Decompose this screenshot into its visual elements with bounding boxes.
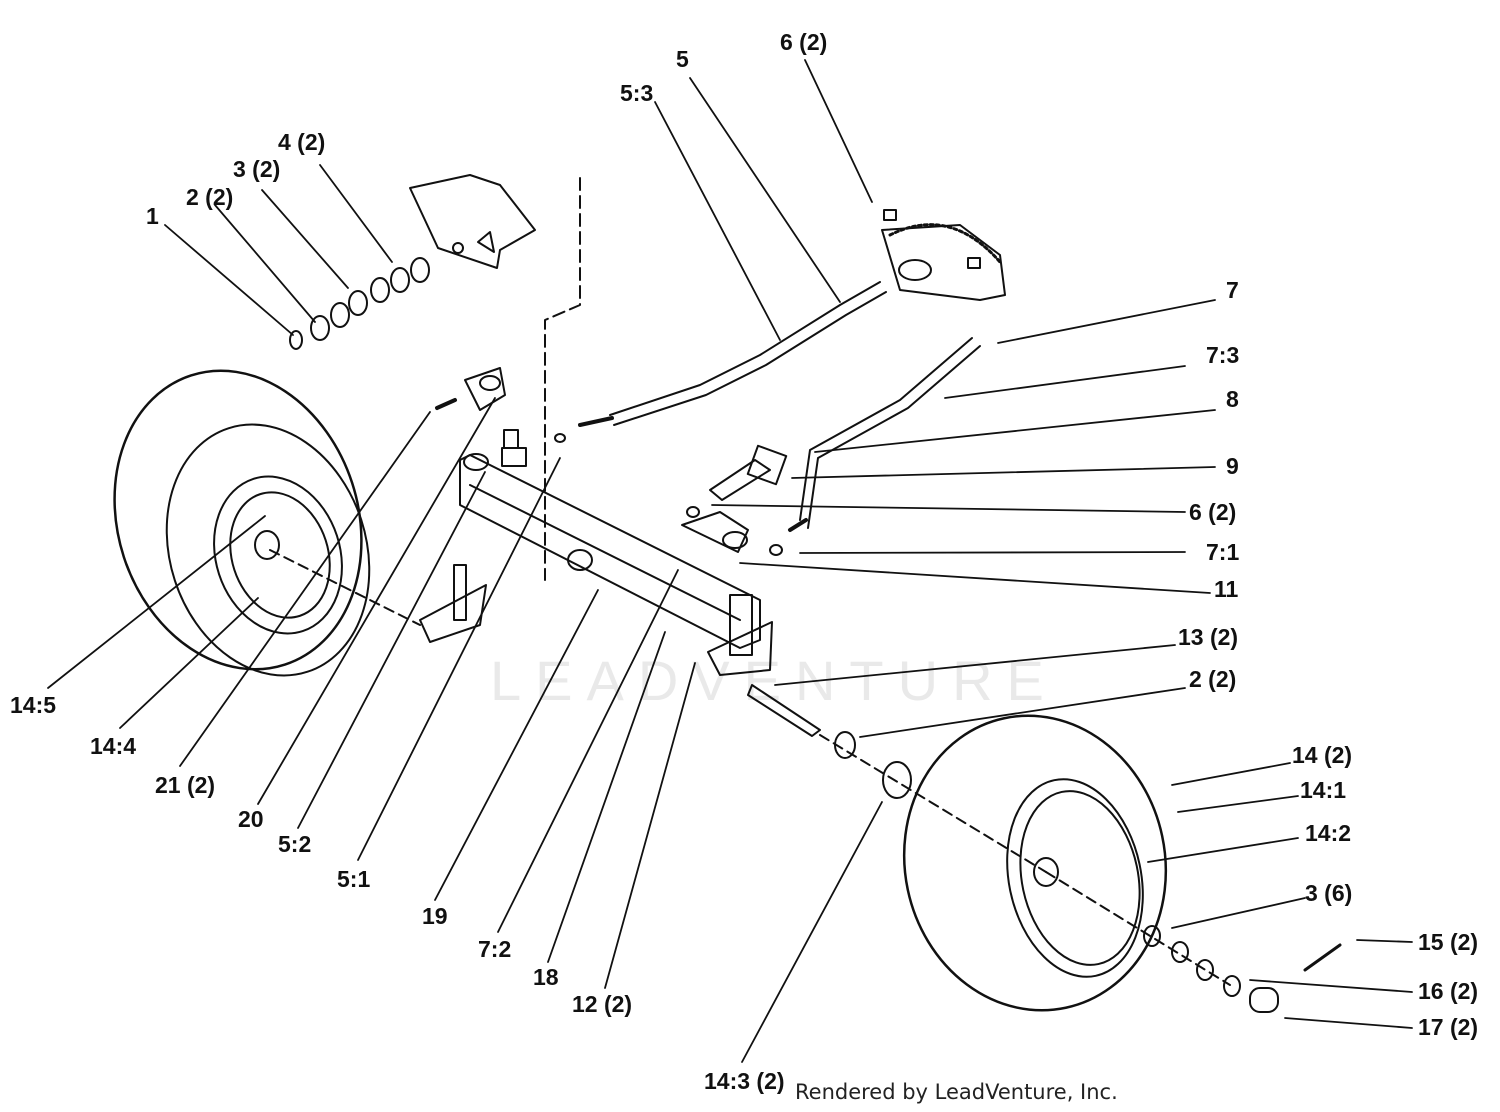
callout-15: 15 (2)	[1418, 929, 1479, 955]
footer-credit: Rendered by LeadVenture, Inc.	[795, 1080, 1118, 1104]
right-wheel	[902, 714, 1168, 1012]
callout-5: 5	[676, 46, 689, 72]
callout-3: 3 (2)	[233, 156, 281, 182]
frame-bracket	[409, 174, 581, 581]
callout-11: 11	[1214, 576, 1239, 602]
watermark: LEADVENTURE	[490, 649, 1058, 712]
callout-14-2: 14:2	[1305, 820, 1352, 846]
callout-14: 14 (2)	[1292, 742, 1353, 768]
callout-9: 9	[1226, 453, 1239, 479]
steering-arm	[464, 367, 527, 467]
pivot-bracket	[681, 444, 788, 553]
callout-7-1: 7:1	[1206, 539, 1240, 565]
callout-2: 2 (2)	[186, 184, 234, 210]
callout-5-1: 5:1	[337, 866, 371, 892]
callout-1: 1	[146, 203, 159, 229]
callout-3b: 3 (6)	[1305, 880, 1353, 906]
callout-12: 12 (2)	[572, 991, 633, 1017]
washers-and-nuts	[289, 257, 1342, 1013]
callout-14-4: 14:4	[90, 733, 137, 759]
tie-rod-7	[788, 337, 981, 532]
callout-16: 16 (2)	[1418, 978, 1479, 1004]
callout-4: 4 (2)	[278, 129, 326, 155]
callout-5-2: 5:2	[278, 831, 312, 857]
callout-8: 8	[1226, 386, 1239, 412]
callout-7-2: 7:2	[478, 936, 512, 962]
callout-13: 13 (2)	[1178, 624, 1239, 650]
right-spindle	[707, 594, 1231, 986]
callout-14-5: 14:5	[10, 692, 57, 718]
callout-18: 18	[533, 964, 559, 990]
callout-5-3: 5:3	[620, 80, 654, 106]
callout-14-1: 14:1	[1300, 777, 1347, 803]
front-axle	[459, 453, 761, 649]
callout-7: 7	[1226, 277, 1239, 303]
callout-7-3: 7:3	[1206, 342, 1240, 368]
drag-link-5	[578, 281, 887, 427]
callout-2b: 2 (2)	[1189, 666, 1237, 692]
callout-21: 21 (2)	[155, 772, 216, 798]
callout-6-top: 6 (2)	[780, 29, 828, 55]
callout-20: 20	[238, 806, 264, 832]
steering-sector	[881, 209, 1006, 301]
left-spindle	[269, 549, 487, 643]
callout-17: 17 (2)	[1418, 1014, 1479, 1040]
left-wheel	[113, 369, 371, 677]
leader-lines	[47, 59, 1413, 1063]
callout-14-3: 14:3 (2)	[704, 1068, 785, 1094]
callout-19: 19	[422, 903, 448, 929]
callout-6-mid: 6 (2)	[1189, 499, 1237, 525]
